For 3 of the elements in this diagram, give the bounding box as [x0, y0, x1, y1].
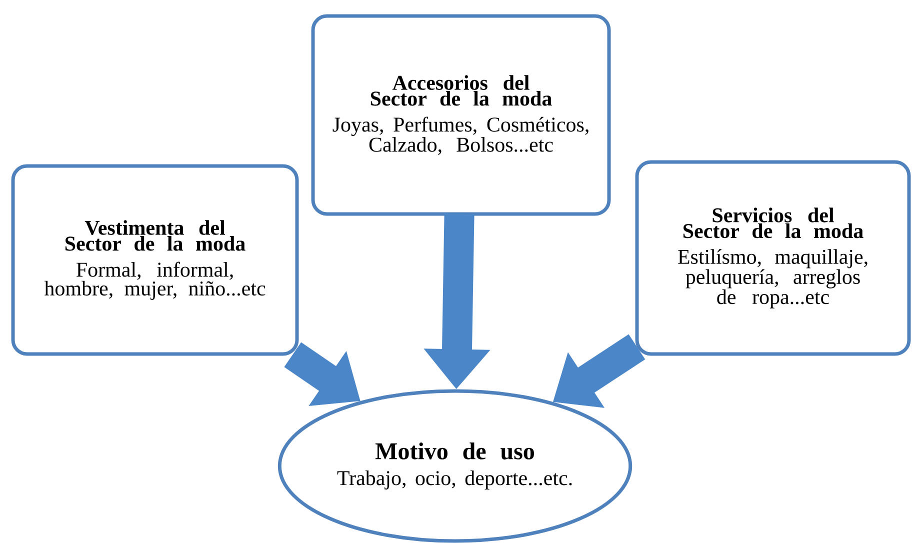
text-box: Servicios del Sector de la moda Estilísmo, maquillaje, peluquería, arreglos de ropa...etc: [635, 160, 911, 356]
text-box: Vestimenta del Sector de la moda Formal, informal, hombre, mujer, niño...etc: [11, 164, 299, 356]
text-box: Accesorios del Sector de la moda Joyas, Perfumes, Cosméticos, Calzado, Bolsos...etc: [311, 14, 611, 216]
